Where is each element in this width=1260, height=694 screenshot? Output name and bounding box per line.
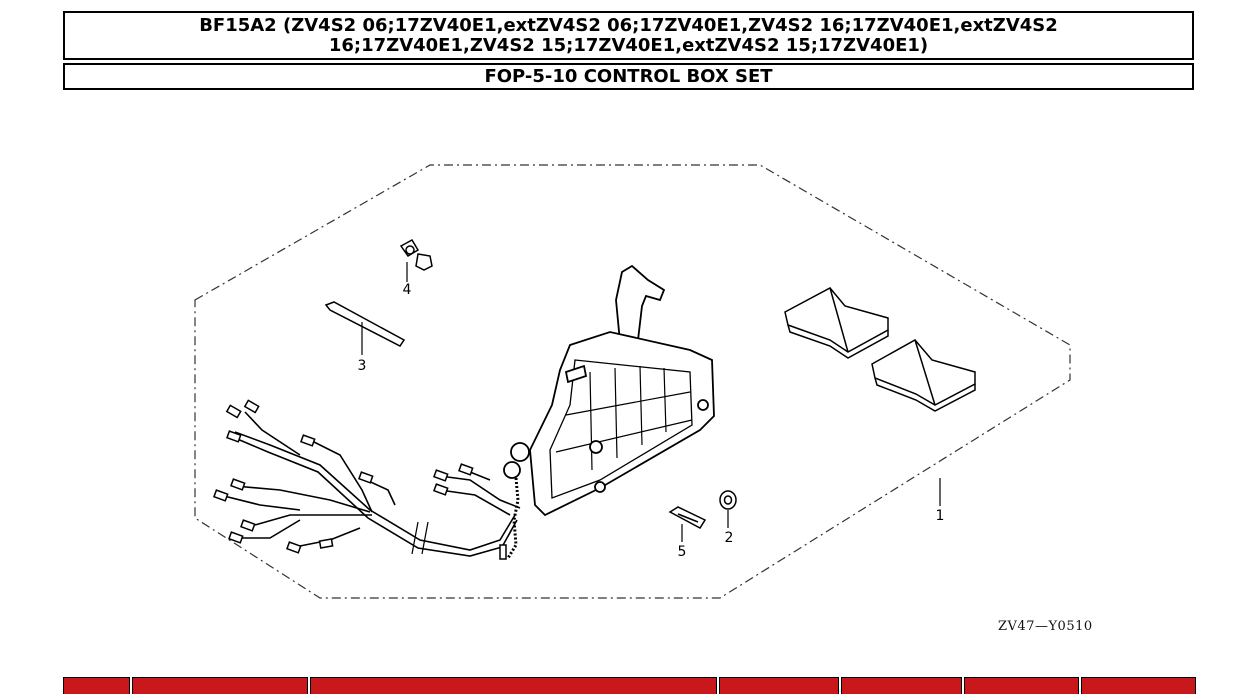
table-header-cell bbox=[310, 677, 717, 694]
callout-2: 2 bbox=[725, 530, 734, 546]
model-title-box: BF15A2 (ZV4S2 06;17ZV40E1,extZV4S2 06;17… bbox=[63, 11, 1194, 60]
manual-booklet-1 bbox=[784, 287, 889, 359]
table-header-cell bbox=[841, 677, 962, 694]
table-header-cell bbox=[63, 677, 130, 694]
section-title-box: FOP-5-10 CONTROL BOX SET bbox=[63, 63, 1194, 90]
cable-tie-part bbox=[324, 301, 406, 347]
table-header-cell bbox=[719, 677, 839, 694]
manual-booklet-2 bbox=[871, 339, 976, 412]
model-title: BF15A2 (ZV4S2 06;17ZV40E1,extZV4S2 06;17… bbox=[199, 15, 1058, 56]
callout-3: 3 bbox=[358, 358, 367, 374]
table-header-cell bbox=[1081, 677, 1196, 694]
clip-part bbox=[399, 238, 433, 271]
diagram-outline bbox=[194, 164, 1071, 599]
parts-table-header bbox=[0, 677, 1260, 694]
bracket-part bbox=[668, 506, 707, 529]
key-lanyard bbox=[506, 477, 520, 559]
section-title: FOP-5-10 CONTROL BOX SET bbox=[484, 66, 773, 87]
table-header-cell bbox=[132, 677, 308, 694]
callout-5: 5 bbox=[678, 544, 687, 560]
table-header-cell bbox=[964, 677, 1079, 694]
harness-connectors bbox=[213, 399, 507, 560]
wire-harness-part bbox=[219, 411, 521, 557]
callout-4: 4 bbox=[403, 282, 412, 298]
control-box-part bbox=[503, 264, 715, 517]
callout-1: 1 bbox=[936, 508, 945, 524]
drawing-code: ZV47—Y0510 bbox=[998, 619, 1093, 634]
grommet-part bbox=[719, 490, 737, 510]
